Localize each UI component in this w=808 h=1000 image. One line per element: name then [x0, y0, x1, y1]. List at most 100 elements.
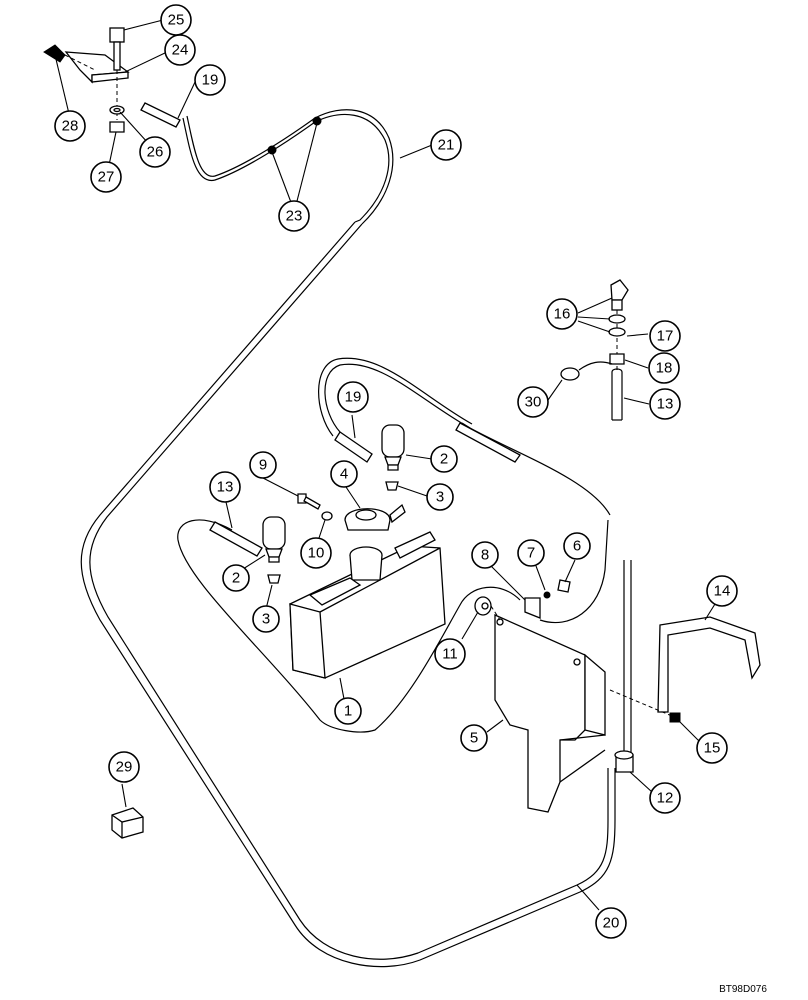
hose-20	[80, 221, 616, 968]
axis-bracket-14	[609, 689, 673, 717]
callout-20: 20	[595, 907, 627, 939]
hose-loop-lower	[177, 519, 521, 733]
callout-label: 13	[217, 479, 234, 496]
callout-label: 5	[470, 730, 478, 747]
nut-15	[669, 712, 681, 723]
callout-label: 28	[62, 118, 79, 135]
part-29	[111, 807, 144, 839]
reservoir-tank-1	[289, 503, 446, 679]
callout-5: 5	[460, 724, 488, 752]
tube-19-middle	[334, 431, 373, 463]
callout-label: 3	[436, 489, 444, 506]
callout-label: 9	[259, 457, 267, 474]
check-valve-23a	[267, 145, 277, 155]
tube-13-left	[209, 521, 263, 557]
grommet-3-lower	[267, 574, 281, 584]
callout-6: 6	[563, 532, 591, 560]
nozzle-bracket-24	[64, 51, 130, 84]
mounting-plate-5	[494, 613, 606, 813]
callout-label: 2	[440, 451, 448, 468]
callout-19: 19	[194, 64, 226, 96]
callout-23: 23	[278, 200, 310, 232]
callout-2: 2	[430, 445, 458, 473]
fitting-16	[610, 279, 629, 311]
screw-6	[557, 579, 571, 593]
callout-3: 3	[426, 483, 454, 511]
grommet-3-upper	[385, 481, 399, 491]
callout-label: 4	[340, 466, 348, 483]
pump-2-upper	[381, 424, 405, 471]
callout-17: 17	[649, 320, 681, 352]
callout-label: 24	[172, 42, 189, 59]
washer-16	[608, 314, 626, 337]
washer-26	[109, 105, 125, 115]
callout-label: 14	[714, 583, 731, 600]
callout-10: 10	[300, 537, 332, 569]
tube-19-upper	[140, 102, 181, 128]
callout-label: 29	[116, 759, 133, 776]
axis-spacer-11	[490, 605, 501, 621]
callout-label: 25	[168, 12, 185, 29]
pump-2-lower	[262, 516, 286, 563]
callout-label: 10	[308, 545, 325, 562]
callout-label: 20	[603, 915, 620, 932]
callout-label: 8	[481, 547, 489, 564]
callout-29: 29	[108, 751, 140, 783]
callout-1: 1	[334, 697, 362, 725]
callout-26: 26	[139, 136, 171, 168]
callout-label: 15	[704, 740, 721, 757]
callout-label: 26	[147, 144, 164, 161]
callout-13: 13	[649, 388, 681, 420]
callout-12: 12	[649, 782, 681, 814]
callout-label: 6	[573, 538, 581, 555]
tube-19-loop	[455, 422, 521, 463]
hose-20-inner	[89, 223, 609, 960]
callout-label: 11	[442, 646, 458, 663]
drawing-code: BT98D076	[719, 984, 767, 995]
callout-label: 19	[345, 389, 362, 406]
washer-7	[543, 591, 551, 599]
callout-13: 13	[209, 471, 241, 503]
nut-27	[109, 121, 125, 133]
callout-15: 15	[696, 732, 728, 764]
callout-label: 30	[525, 394, 542, 411]
nut-18	[609, 353, 625, 365]
callout-19: 19	[337, 381, 369, 413]
callout-11: 11	[434, 638, 466, 670]
callout-label: 1	[344, 703, 352, 720]
callout-3: 3	[252, 605, 280, 633]
callout-7: 7	[517, 539, 545, 567]
clamp-12	[614, 750, 634, 773]
callout-14: 14	[706, 575, 738, 607]
callout-label: 2	[232, 570, 240, 587]
callout-16: 16	[546, 298, 578, 330]
callout-label: 18	[656, 360, 673, 377]
bolt-9	[297, 493, 321, 510]
callout-27: 27	[90, 161, 122, 193]
washer-10	[321, 511, 333, 521]
callout-label: 17	[657, 328, 674, 345]
callout-30: 30	[517, 386, 549, 418]
cap-30	[560, 361, 613, 381]
callout-2: 2	[222, 564, 250, 592]
hose-loop-right	[539, 519, 609, 624]
callout-25: 25	[160, 4, 192, 36]
callout-label: 12	[657, 790, 674, 807]
clip-8	[524, 597, 541, 619]
bracket-14	[657, 616, 761, 713]
callout-label: 16	[554, 306, 571, 323]
leader-lines	[54, 19, 716, 911]
callout-label: 13	[657, 396, 674, 413]
hose-loop-upper-inner	[318, 357, 473, 437]
callout-24: 24	[164, 34, 196, 66]
callout-21: 21	[430, 129, 462, 161]
hose-loop-upper	[324, 363, 611, 516]
callout-label: 7	[527, 545, 535, 562]
callout-4: 4	[330, 460, 358, 488]
callout-label: 19	[202, 72, 219, 89]
callout-18: 18	[648, 352, 680, 384]
callout-8: 8	[471, 541, 499, 569]
callout-28: 28	[54, 110, 86, 142]
callout-label: 23	[286, 208, 303, 225]
callout-9: 9	[249, 451, 277, 479]
